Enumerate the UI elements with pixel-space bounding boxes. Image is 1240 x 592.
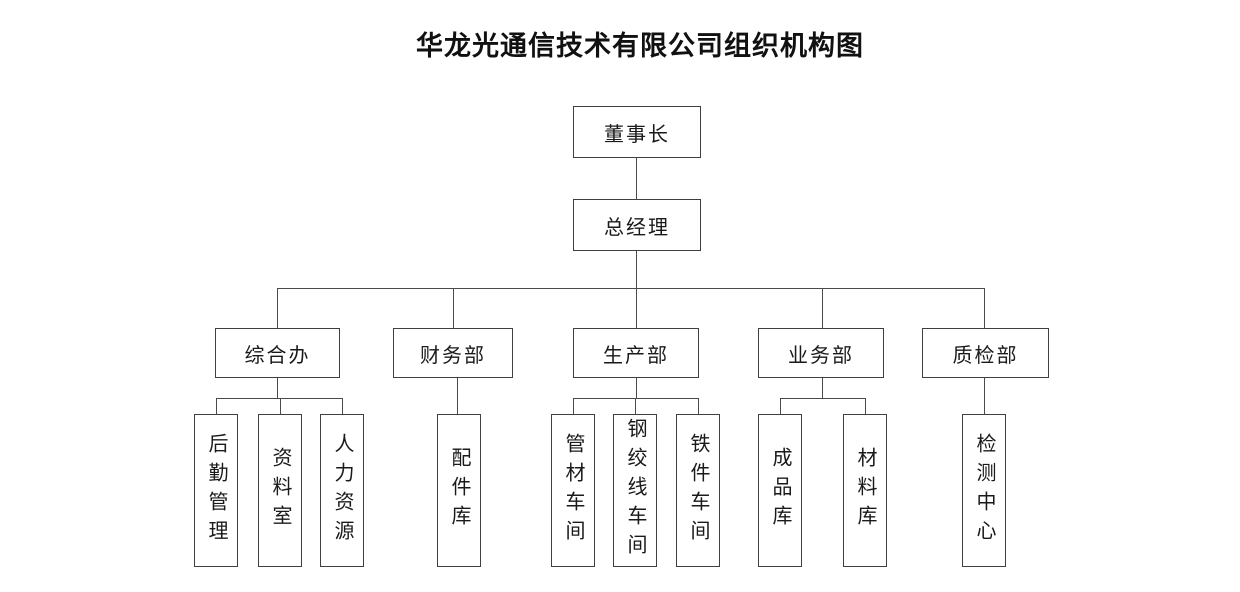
sub-box-label: 后勤管理 (205, 432, 227, 549)
connector-production-stem (636, 378, 637, 398)
connector-drop-finance (453, 288, 454, 328)
sub-box-label: 材料库 (854, 447, 876, 534)
connector-chairman-gm (636, 158, 637, 199)
sub-box-label: 人力资源 (331, 432, 353, 549)
sub-box-ironwork-workshop: 铁件车间 (676, 414, 720, 567)
dept-box-general-office: 综合办 (215, 328, 340, 378)
connector-general-office-stem (277, 378, 278, 398)
dept-box-finance: 财务部 (393, 328, 513, 378)
connector-drop-hr (342, 398, 343, 414)
connector-drop-finished-goods (780, 398, 781, 414)
sub-box-testing-center: 检测中心 (962, 414, 1006, 567)
sub-box-label: 配件库 (448, 447, 470, 534)
connector-drop-logistics (216, 398, 217, 414)
sub-box-label: 资料室 (269, 447, 291, 534)
box-chairman: 董事长 (573, 106, 701, 158)
connector-gm-fan (636, 251, 637, 328)
connector-drop-materials (865, 398, 866, 414)
connector-business-fan (780, 398, 865, 399)
connector-general-office-fan (216, 398, 342, 399)
sub-box-label: 管材车间 (562, 432, 584, 549)
box-general-manager: 总经理 (573, 199, 701, 251)
sub-box-parts-warehouse: 配件库 (437, 414, 481, 567)
sub-box-label: 铁件车间 (687, 432, 709, 549)
sub-box-human-resources: 人力资源 (320, 414, 364, 567)
connector-drop-quality (984, 288, 985, 328)
sub-box-finished-goods-warehouse: 成品库 (758, 414, 802, 567)
sub-box-steel-strand-workshop: 钢绞线车间 (613, 414, 657, 567)
connector-business-stem (822, 378, 823, 398)
dept-box-business: 业务部 (758, 328, 884, 378)
sub-box-materials-warehouse: 材料库 (843, 414, 887, 567)
dept-box-production: 生产部 (573, 328, 699, 378)
sub-box-label: 成品库 (769, 447, 791, 534)
sub-box-label: 检测中心 (973, 432, 995, 549)
chart-title: 华龙光通信技术有限公司组织机构图 (416, 31, 864, 61)
connector-drop-archive (280, 398, 281, 414)
connector-drop-steel-strand (635, 398, 636, 414)
connector-drop-business (822, 288, 823, 328)
connector-finance-parts (457, 378, 458, 414)
sub-box-archive-room: 资料室 (258, 414, 302, 567)
connector-quality-testing (984, 378, 985, 414)
connector-drop-ironwork (698, 398, 699, 414)
sub-box-logistics-management: 后勤管理 (194, 414, 238, 567)
connector-top-fan (277, 288, 985, 289)
connector-drop-general-office (277, 288, 278, 328)
sub-box-pipe-workshop: 管材车间 (551, 414, 595, 567)
connector-drop-pipe (573, 398, 574, 414)
sub-box-label: 钢绞线车间 (624, 418, 646, 563)
dept-box-quality-inspection: 质检部 (922, 328, 1049, 378)
